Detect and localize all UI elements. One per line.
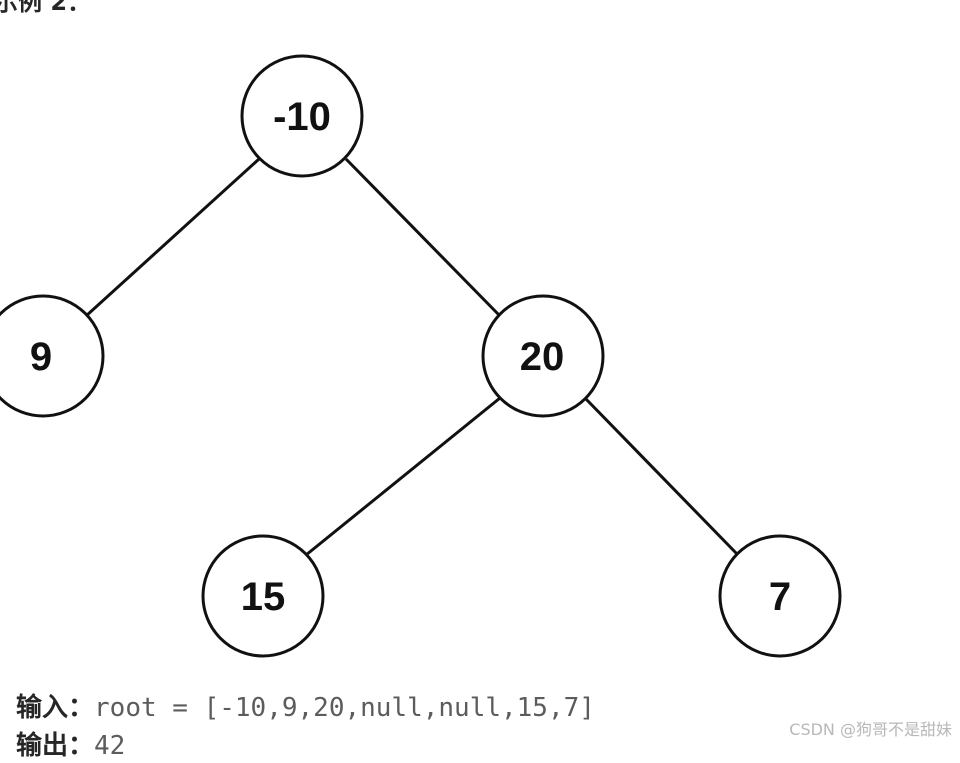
csdn-watermark: CSDN @狗哥不是甜妹: [789, 720, 952, 739]
tree-node-right: 20: [481, 294, 605, 418]
edge-right-to-right-right: [583, 396, 740, 557]
edge-root-to-right: [344, 157, 502, 318]
node-circle-right-right: [718, 534, 842, 658]
node-circle-right-left: [201, 534, 325, 658]
output-line: 输出：42: [16, 729, 125, 763]
tree-node-right-right: 7: [718, 534, 842, 658]
input-line: 输入：root = [-10,9,20,null,null,15,7]: [16, 691, 595, 725]
example-heading: 示例 2：: [0, 0, 92, 16]
binary-tree-diagram: -10 9 20 15 7: [0, 54, 842, 658]
edge-root-to-left: [84, 157, 261, 318]
node-label-right: 20: [520, 335, 565, 379]
node-label-root: -10: [273, 95, 331, 139]
tree-node-right-left: 15: [201, 534, 325, 658]
node-circle-right: [481, 294, 605, 418]
tree-edges: [84, 157, 740, 557]
tree-node-root: -10: [240, 54, 364, 178]
node-label-right-left: 15: [241, 575, 286, 619]
input-value: root = [-10,9,20,null,null,15,7]: [94, 693, 595, 723]
output-label: 输出：: [16, 731, 95, 761]
edge-right-to-right-left: [305, 396, 501, 557]
node-label-right-right: 7: [769, 575, 791, 619]
input-label: 输入：: [16, 693, 95, 723]
tree-node-left: 9: [0, 294, 105, 418]
node-circle-root: [240, 54, 364, 178]
node-label-left: 9: [30, 335, 52, 379]
output-value: 42: [94, 731, 126, 761]
node-circle-left: [0, 294, 105, 418]
